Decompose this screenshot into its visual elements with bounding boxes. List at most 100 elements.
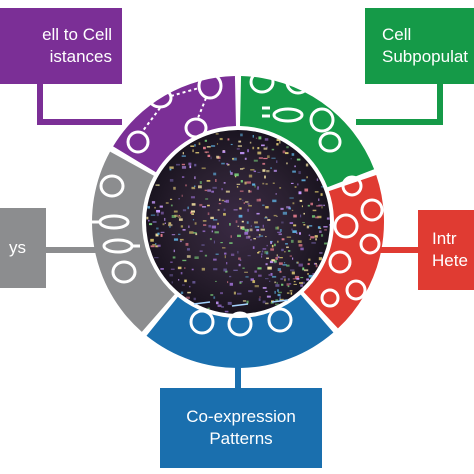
tissue-speck bbox=[292, 278, 297, 280]
tissue-speck bbox=[179, 238, 184, 241]
tissue-speck bbox=[146, 216, 149, 220]
tissue-speck bbox=[239, 198, 242, 200]
tissue-speck bbox=[239, 207, 242, 210]
tissue-speck bbox=[314, 235, 318, 238]
tissue-speck bbox=[220, 242, 223, 244]
tissue-speck bbox=[157, 232, 160, 235]
tissue-speck bbox=[257, 147, 260, 150]
tissue-speck bbox=[256, 187, 259, 190]
tissue-speck bbox=[316, 178, 319, 181]
tissue-speck bbox=[178, 279, 180, 281]
tissue-speck bbox=[277, 231, 282, 233]
tissue-speck bbox=[275, 284, 280, 287]
tissue-speck bbox=[258, 251, 261, 253]
tissue-speck bbox=[217, 209, 220, 211]
tissue-speck bbox=[169, 274, 174, 277]
tissue-speck bbox=[203, 146, 206, 150]
tissue-speck bbox=[284, 262, 286, 264]
tissue-speck bbox=[204, 151, 209, 153]
tissue-speck bbox=[276, 143, 279, 146]
tissue-speck bbox=[149, 223, 153, 226]
tissue-speck bbox=[207, 307, 210, 310]
tissue-speck bbox=[170, 204, 173, 207]
tissue-speck bbox=[181, 176, 185, 178]
tissue-speck bbox=[162, 223, 165, 226]
tissue-speck bbox=[248, 204, 252, 207]
tissue-speck bbox=[215, 253, 219, 255]
tissue-speck bbox=[224, 255, 226, 259]
tissue-speck bbox=[248, 189, 250, 193]
tissue-speck bbox=[268, 274, 271, 276]
tissue-speck bbox=[293, 283, 297, 285]
tissue-speck bbox=[272, 182, 275, 184]
tissue-speck bbox=[286, 236, 292, 238]
tissue-speck bbox=[155, 245, 159, 248]
tissue-speck bbox=[240, 226, 242, 229]
tissue-speck bbox=[309, 238, 312, 241]
tissue-speck bbox=[186, 296, 190, 299]
tissue-speck bbox=[265, 302, 269, 305]
tissue-speck bbox=[212, 219, 218, 221]
tissue-speck bbox=[178, 214, 181, 217]
center-tissue-image bbox=[144, 128, 332, 316]
tissue-speck bbox=[202, 230, 206, 233]
tissue-speck bbox=[184, 267, 186, 269]
tissue-speck bbox=[177, 216, 182, 218]
tissue-speck bbox=[284, 152, 289, 155]
tissue-speck bbox=[192, 149, 194, 153]
tissue-speck bbox=[292, 230, 297, 233]
tissue-speck bbox=[219, 198, 221, 201]
tissue-speck bbox=[260, 228, 265, 231]
tissue-speck bbox=[178, 198, 180, 200]
tissue-speck bbox=[307, 273, 309, 275]
tissue-speck bbox=[315, 216, 319, 219]
tissue-speck bbox=[181, 166, 187, 169]
tissue-speck bbox=[318, 257, 323, 261]
tissue-speck bbox=[300, 276, 304, 279]
tissue-speck bbox=[190, 196, 195, 199]
tissue-speck bbox=[259, 235, 264, 237]
tissue-speck bbox=[298, 191, 302, 195]
tissue-speck bbox=[286, 206, 291, 209]
tissue-speck bbox=[264, 138, 269, 141]
tissue-speck bbox=[290, 182, 294, 184]
tissue-speck bbox=[233, 209, 238, 211]
tissue-speck bbox=[154, 206, 156, 209]
tissue-speck bbox=[226, 262, 228, 265]
tissue-speck bbox=[275, 193, 277, 195]
tissue-speck bbox=[222, 150, 226, 153]
tissue-speck bbox=[232, 158, 234, 160]
tissue-speck bbox=[271, 148, 275, 151]
tissue-speck bbox=[319, 252, 323, 254]
tissue-speck bbox=[150, 245, 155, 248]
tissue-speck bbox=[302, 222, 305, 224]
tissue-speck bbox=[202, 220, 207, 222]
tissue-speck bbox=[182, 209, 187, 212]
tissue-speck bbox=[165, 202, 169, 204]
tissue-speck bbox=[257, 186, 260, 189]
tissue-speck bbox=[250, 239, 252, 241]
tissue-speck bbox=[257, 171, 261, 173]
tissue-speck bbox=[262, 182, 265, 185]
tissue-speck bbox=[233, 291, 236, 295]
tissue-speck bbox=[282, 211, 288, 215]
tissue-speck bbox=[164, 222, 166, 224]
tissue-speck bbox=[177, 266, 182, 270]
tissue-speck bbox=[247, 208, 249, 212]
tissue-speck bbox=[317, 215, 322, 219]
tissue-speck bbox=[288, 250, 291, 252]
tissue-speck bbox=[303, 269, 309, 272]
tissue-speck bbox=[315, 264, 318, 268]
tissue-speck bbox=[226, 162, 229, 165]
tissue-speck bbox=[193, 297, 196, 301]
tissue-speck bbox=[237, 234, 241, 238]
tissue-speck bbox=[320, 234, 324, 237]
tissue-speck bbox=[287, 285, 290, 288]
tissue-speck bbox=[274, 281, 277, 284]
tissue-speck bbox=[275, 303, 280, 306]
tissue-speck bbox=[257, 252, 260, 254]
tissue-speck bbox=[277, 291, 282, 294]
tissue-speck bbox=[204, 189, 208, 192]
tissue-speck bbox=[188, 225, 190, 228]
tissue-speck bbox=[173, 249, 175, 253]
